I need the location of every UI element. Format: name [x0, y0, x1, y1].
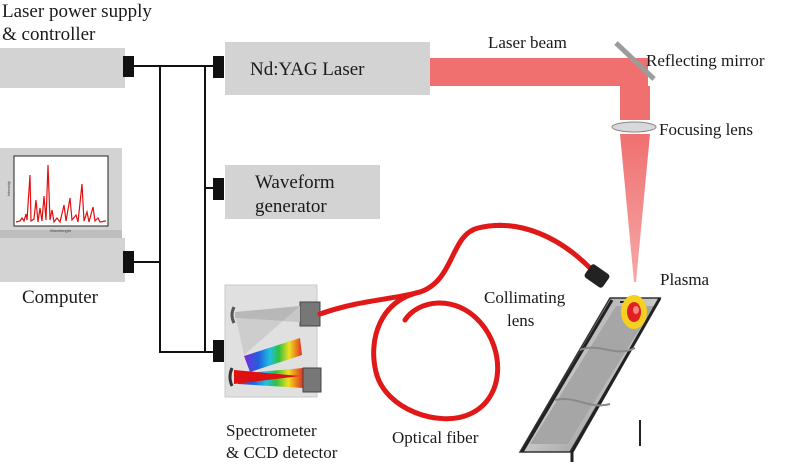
nd-yag-laser-port — [213, 56, 224, 78]
computer-base — [0, 238, 125, 282]
nd-yag-laser-box — [225, 42, 430, 95]
computer-screen — [13, 155, 109, 227]
plasma-highlight — [633, 306, 639, 314]
collimating-lens: Collimating lens — [484, 264, 610, 330]
nd-yag-laser-label: Nd:YAG Laser — [250, 59, 365, 80]
spectrometer: Spectrometer & CCD detector — [213, 284, 338, 462]
collimating-lens-label-2: lens — [507, 311, 534, 330]
waveform-generator-port — [213, 178, 224, 200]
laser-power-supply-port — [123, 56, 134, 77]
waveform-generator-label-2: generator — [255, 196, 327, 217]
collimating-lens-icon — [584, 264, 610, 288]
spectrometer-input-beam — [235, 306, 300, 322]
spectrometer-reflected-beam — [236, 306, 300, 355]
laser-power-supply-box — [0, 48, 125, 88]
spectrometer-label-2: & CCD detector — [226, 443, 338, 462]
computer-stand — [0, 230, 122, 238]
sample-tray-edge-left — [520, 299, 614, 453]
plasma-label: Plasma — [660, 270, 710, 289]
spectrometer-collimating-mirror — [230, 306, 236, 324]
spectrometer-red-beam — [234, 370, 300, 384]
spectrometer-dispersed-spectrum — [244, 338, 302, 372]
wire-controller-to-spectrometer — [134, 65, 216, 353]
focusing-lens-icon — [611, 121, 657, 133]
computer-screen-ylabel: Intensity — [6, 181, 11, 196]
sample-texture-1 — [554, 397, 611, 407]
collimating-lens-label: Collimating — [484, 288, 566, 307]
laser-beam-horizontal — [430, 58, 630, 86]
optical-fiber — [317, 222, 593, 422]
spectrometer-focusing-mirror — [228, 367, 234, 387]
computer-port — [123, 251, 134, 273]
spectrometer-entrance — [299, 301, 321, 327]
reflecting-mirror-label: Reflecting mirror — [646, 51, 765, 70]
reflecting-mirror-icon — [614, 41, 656, 81]
laser-beam-label: Laser beam — [488, 33, 567, 52]
waveform-generator-box — [225, 165, 380, 219]
computer-label: Computer — [22, 287, 99, 308]
computer-screen-xlabel: Wavelength — [50, 228, 71, 233]
sample-tray — [518, 297, 662, 462]
ccd-detector — [302, 367, 322, 393]
computer: Wavelength Intensity Computer — [0, 148, 134, 308]
optical-fiber-label: Optical fiber — [392, 428, 479, 447]
spectrometer-port — [213, 340, 224, 362]
laser-power-supply-label: Laser power supply — [2, 1, 152, 22]
sample-texture-2 — [579, 346, 636, 353]
focusing-lens-label: Focusing lens — [659, 120, 753, 139]
computer-screen-spectrum — [15, 164, 107, 224]
spectrometer-label: Spectrometer — [226, 421, 317, 440]
laser-power-supply-label-2: & controller — [2, 24, 96, 45]
laser-beam-down — [620, 86, 650, 120]
wires — [134, 65, 216, 353]
waveform-generator-label: Waveform — [255, 172, 335, 193]
laser-beam-focused — [620, 134, 650, 282]
sample-surface — [530, 306, 654, 444]
plasma — [621, 295, 647, 329]
